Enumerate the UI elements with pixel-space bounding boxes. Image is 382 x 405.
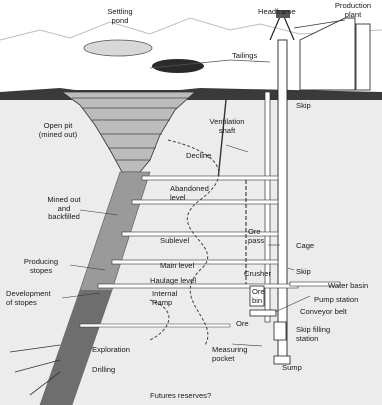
label-skip-top: Skip [296,102,311,111]
label-skip-mid: Skip [296,268,311,277]
skip-filling-box [274,322,286,340]
label-water-basin: Water basin [328,282,368,291]
settling-pond-shape [84,40,152,56]
plant-tower [356,24,370,90]
main-level-tunnel [112,260,278,264]
label-tailings: Tailings [232,52,257,61]
conveyor-belt-box [250,310,276,316]
label-crusher: Crusher [244,270,271,279]
exploration-drift [80,324,230,327]
label-main-level: Main level [160,262,194,271]
main-shaft [278,40,287,360]
label-ore: Ore [236,320,249,329]
label-sublevel: Sublevel [160,237,189,246]
label-conveyor-belt: Conveyor belt [300,308,347,317]
label-drilling: Drilling [92,366,115,375]
label-decline: Decline [186,152,211,161]
label-open-pit: Open pit(mined out) [28,122,88,139]
label-pump-station: Pump station [314,296,358,305]
tailings-pile [152,59,204,73]
label-exploration: Exploration [92,346,130,355]
label-headframe: Headframe [258,8,296,17]
haulage-level-tunnel [98,284,298,288]
label-future-reserves: Futures reserves? [150,392,211,401]
label-cage: Cage [296,242,314,251]
decline-level [142,176,278,180]
label-haulage-level: Haulage level [150,277,196,286]
label-sump: Sump [282,364,302,373]
